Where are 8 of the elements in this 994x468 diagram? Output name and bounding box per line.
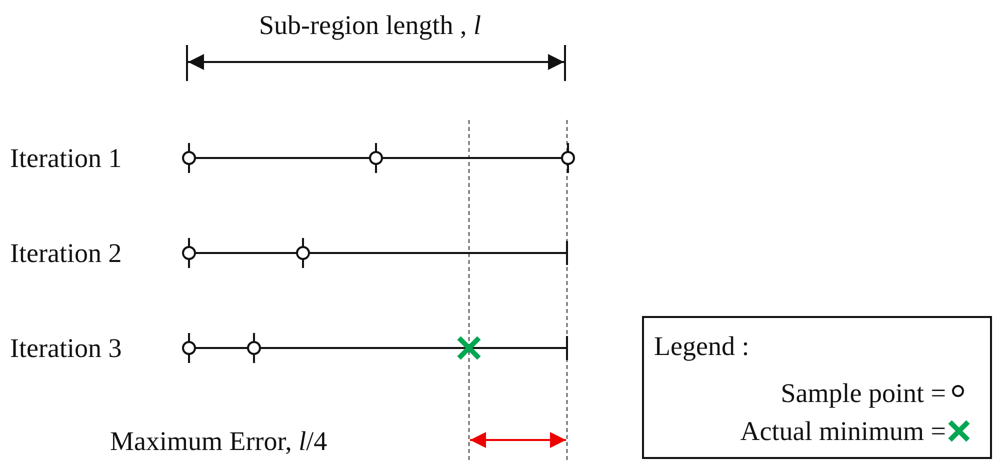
row-label: Iteration 1 xyxy=(10,145,122,172)
legend-label: Actual minimum = xyxy=(740,418,946,445)
legend-label: Sample point = xyxy=(780,380,946,407)
row-label: Iteration 2 xyxy=(10,240,122,267)
dimension-label: Maximum Error, l/4 xyxy=(110,428,328,455)
dimension-label: Sub-region length , l xyxy=(259,12,481,39)
legend-title: Legend : xyxy=(654,333,750,360)
row-label: Iteration 3 xyxy=(10,335,122,362)
